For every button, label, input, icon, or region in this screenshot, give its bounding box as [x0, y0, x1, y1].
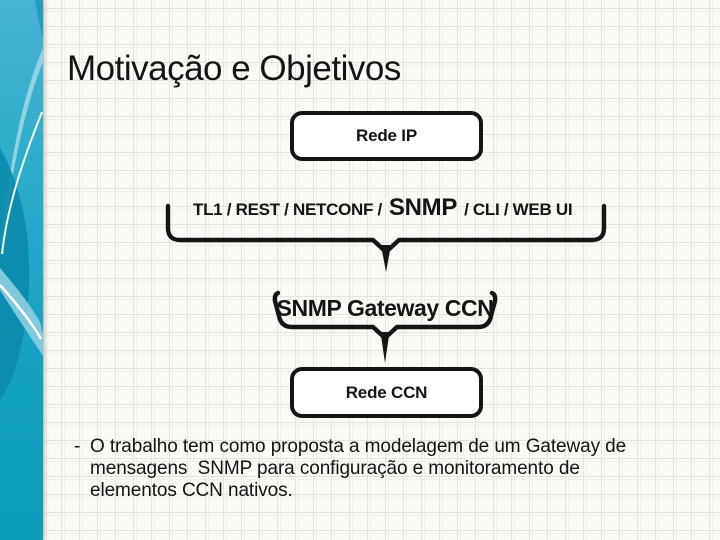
- brace-down-small-icon: [263, 290, 507, 368]
- protocol-list: TL1 / REST / NETCONF / SNMP / CLI / WEB …: [193, 194, 573, 224]
- body-text: O trabalho tem como proposta a modelagem…: [90, 436, 674, 502]
- rede-ccn-box: Rede CCN: [290, 367, 483, 418]
- body-text-line: elementos CCN nativos.: [90, 480, 293, 501]
- rede-ip-box: Rede IP: [290, 111, 483, 161]
- snmp-gateway-label: SNMP Gateway CCN: [276, 295, 494, 321]
- protocol-snmp-highlight: SNMP: [388, 194, 458, 221]
- bullet-dash: -: [74, 436, 81, 457]
- rede-ccn-label: Rede CCN: [345, 382, 428, 402]
- protocol-prefix: TL1 / REST / NETCONF /: [193, 200, 382, 219]
- body-text-line: mensagens SNMP para configuração e monit…: [90, 458, 580, 479]
- body-bullet-item: - O trabalho tem como proposta a modelag…: [74, 436, 674, 502]
- sidebar-decoration: [0, 0, 43, 540]
- sidebar-wave-graphic: [0, 0, 43, 540]
- body-text-line: O trabalho tem como proposta a modelagem…: [90, 436, 627, 457]
- slide-title: Motivação e Objetivos: [67, 49, 401, 88]
- protocol-suffix: / CLI / WEB UI: [464, 200, 573, 219]
- rede-ip-label: Rede IP: [356, 126, 417, 145]
- brace-down-icon: [160, 198, 610, 278]
